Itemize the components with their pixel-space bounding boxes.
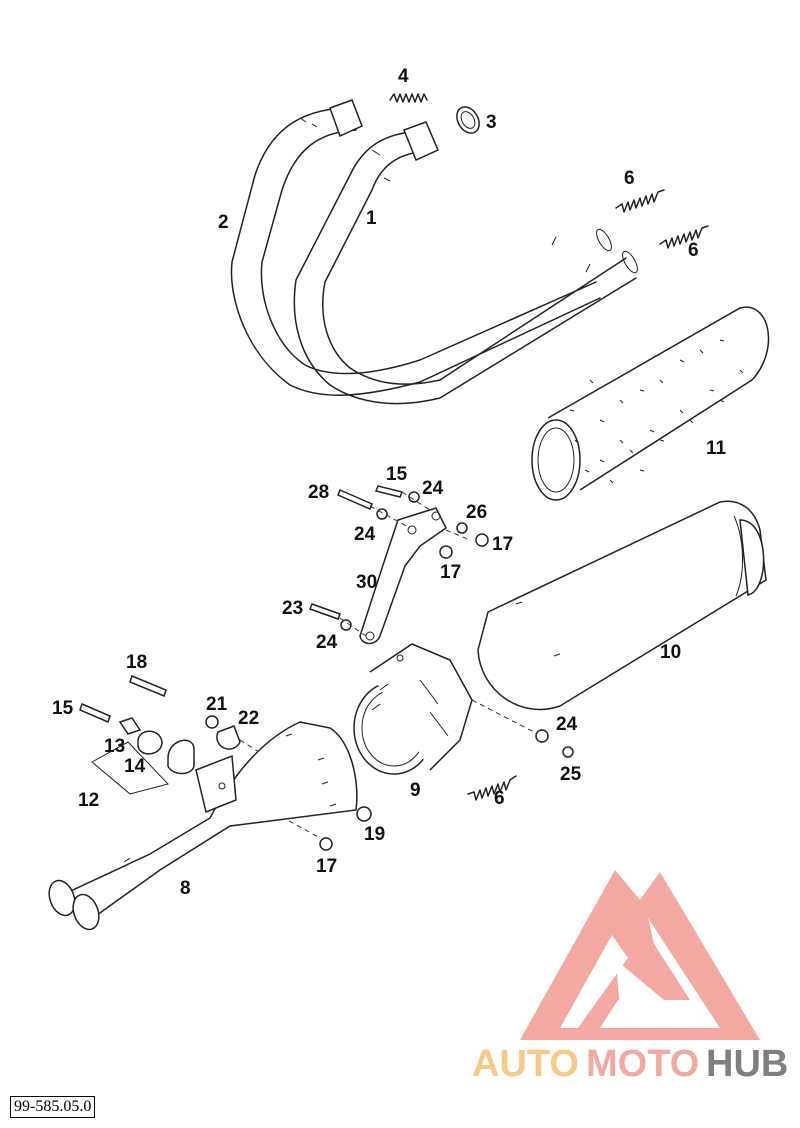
spring-6-bottom	[467, 775, 517, 801]
callout-28: 28	[308, 482, 329, 503]
callout-13: 13	[104, 736, 125, 757]
callout-22: 22	[238, 708, 259, 729]
silencer-10	[477, 500, 767, 711]
callout-18: 18	[126, 652, 147, 673]
callout-4: 4	[398, 66, 409, 87]
callout-15b: 15	[52, 698, 74, 719]
callout-6a: 6	[624, 168, 635, 189]
callout-15a: 15	[386, 464, 408, 485]
clamp-9	[353, 643, 473, 775]
callout-11: 11	[706, 438, 727, 459]
callout-8: 8	[180, 878, 191, 899]
callout-23: 23	[282, 598, 303, 619]
callout-25: 25	[560, 764, 582, 785]
watermark-hub: HUB	[706, 1043, 788, 1085]
ring-3	[456, 106, 480, 134]
callout-14: 14	[124, 756, 146, 777]
callout-24c: 24	[316, 632, 338, 653]
callout-24b: 24	[354, 524, 376, 545]
callout-24a: 24	[422, 478, 444, 499]
manifold-8	[48, 721, 358, 931]
callout-labels: 1 2 3 4 6 6 11 15 28 24 26 17 24 17 30 2…	[52, 66, 727, 899]
callout-6b: 6	[688, 240, 699, 261]
callout-12: 12	[78, 790, 99, 811]
callout-1: 1	[366, 208, 377, 229]
document-code: 99-585.05.0	[10, 1096, 96, 1118]
callout-2: 2	[218, 212, 229, 233]
callout-21: 21	[206, 694, 228, 715]
watermark-moto: MOTO	[586, 1043, 699, 1085]
callout-17a: 17	[492, 534, 513, 555]
callout-9: 9	[410, 780, 421, 801]
callout-26: 26	[466, 502, 487, 523]
callout-6c: 6	[494, 788, 505, 809]
spring-4	[389, 93, 428, 103]
hardware-top	[309, 485, 489, 637]
spring-6-top	[615, 189, 665, 213]
watermark-auto: AUTO	[472, 1043, 579, 1085]
callout-30: 30	[356, 572, 377, 593]
callout-24d: 24	[556, 714, 578, 735]
watermark-logo: AUTO MOTO HUB	[472, 870, 788, 1085]
spring-6-mid	[659, 225, 709, 249]
callout-17b: 17	[440, 562, 461, 583]
callout-19: 19	[364, 824, 385, 845]
hardware-left	[79, 675, 574, 851]
silencer-insulation-11	[531, 306, 770, 501]
callout-3: 3	[486, 112, 497, 133]
callout-10: 10	[660, 642, 681, 663]
header-pipe-1	[293, 121, 638, 405]
callout-17c: 17	[316, 856, 337, 877]
